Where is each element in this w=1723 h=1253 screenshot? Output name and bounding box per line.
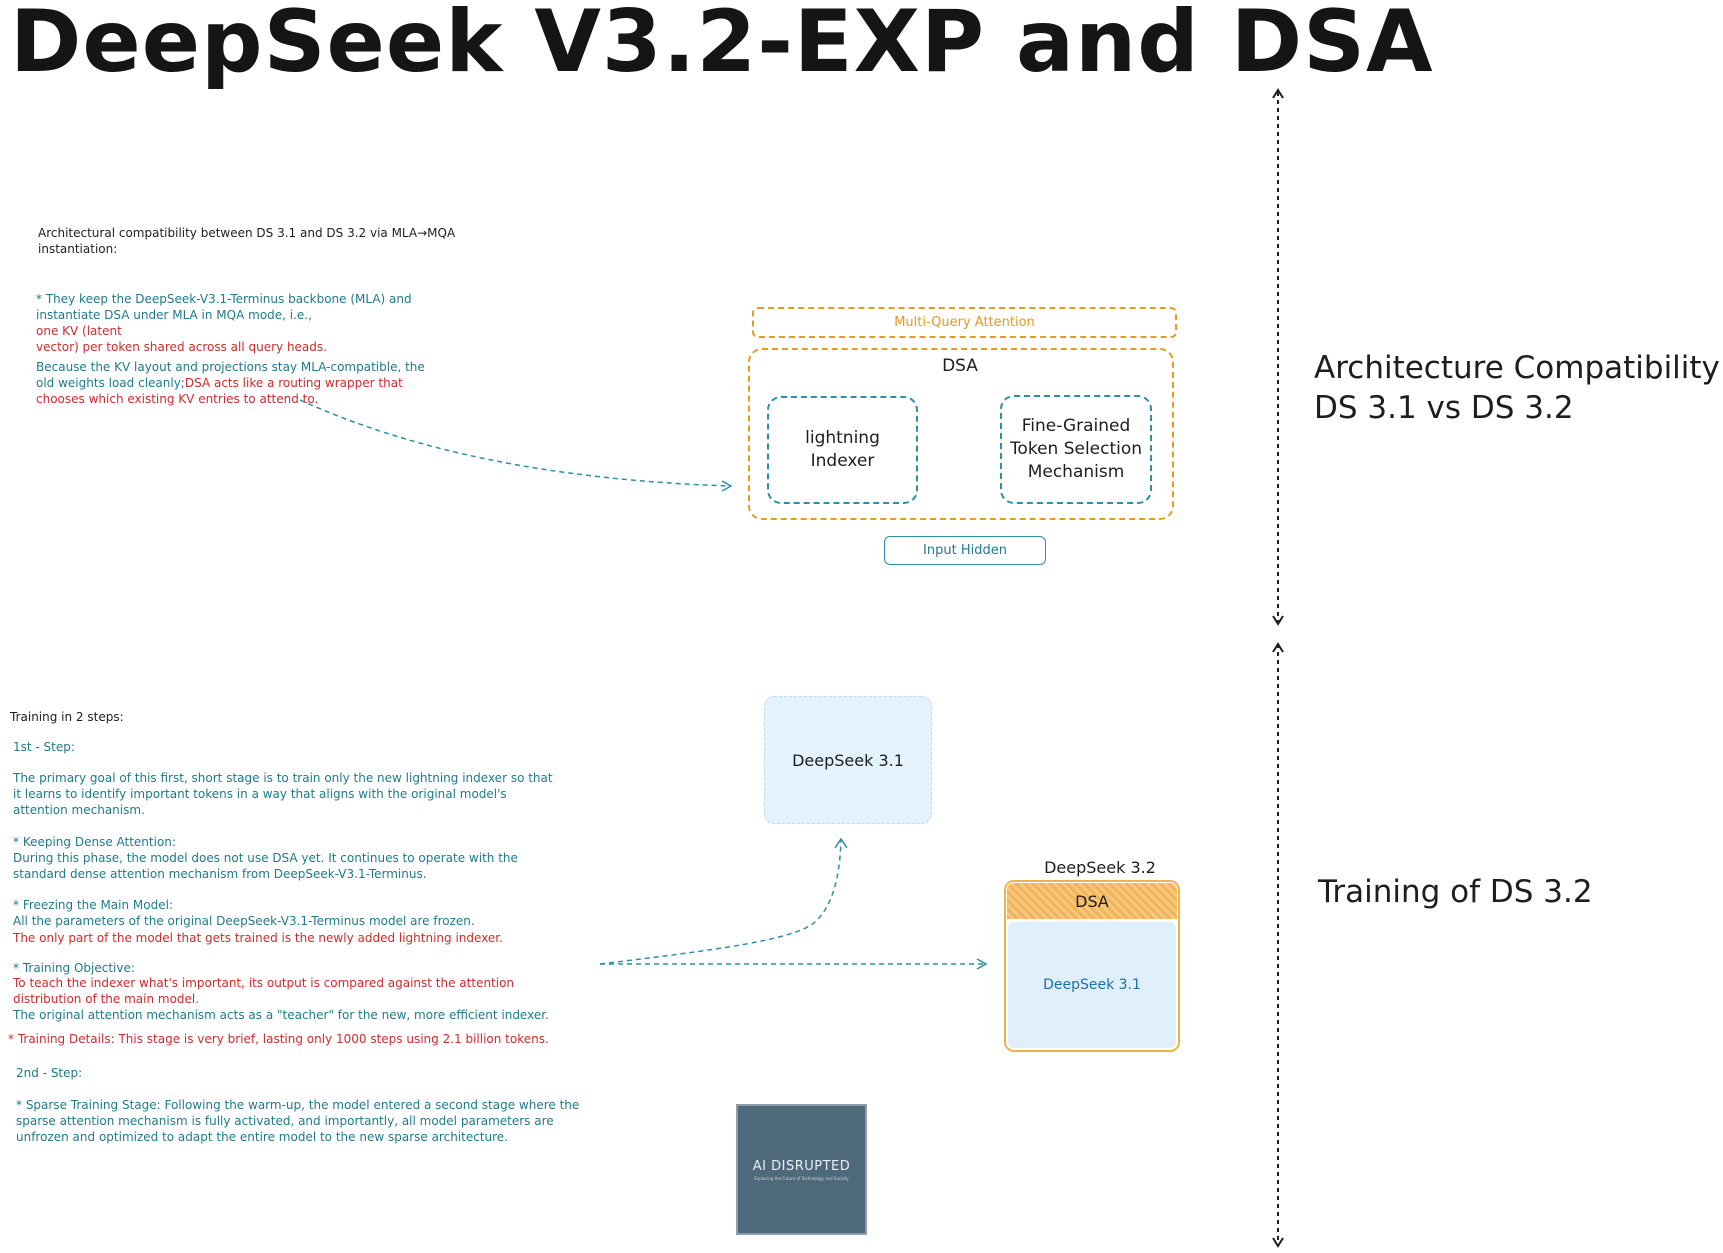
lightning-indexer-box: lightning Indexer <box>767 396 918 504</box>
architecture-compatibility-heading: Architecture Compatibility DS 3.1 vs DS … <box>1314 350 1720 426</box>
architecture-point-2-red: DSA acts like a routing wrapper that cho… <box>36 376 403 406</box>
step2-body: * Sparse Training Stage: Following the w… <box>16 1098 580 1144</box>
deepseek-3-2-label: DeepSeek 3.2 <box>1044 858 1156 877</box>
architecture-point-2-teal: Because the KV layout and projections st… <box>36 360 425 390</box>
deepseek-3-2-dsa-block: DSA <box>1007 883 1177 919</box>
multi-query-attention-box: Multi-Query Attention <box>752 307 1177 338</box>
training-intro: Training in 2 steps: <box>10 710 124 724</box>
page-title: DeepSeek V3.2-EXP and DSA <box>10 0 1434 92</box>
training-details: * Training Details: This stage is very b… <box>8 1032 549 1046</box>
deepseek-3-2-inner-3-1: DeepSeek 3.1 <box>1008 922 1176 1048</box>
training-heading: Training of DS 3.2 <box>1318 874 1593 910</box>
objective-title: * Training Objective: <box>13 961 135 975</box>
step2-title: 2nd - Step: <box>16 1066 83 1080</box>
architecture-point-1: * They keep the DeepSeek-V3.1-Terminus b… <box>36 275 476 355</box>
connector-arrow-architecture <box>299 399 733 492</box>
token-selection-box: Fine-Grained Token Selection Mechanism <box>1000 395 1152 504</box>
input-hidden-box: Input Hidden <box>884 536 1046 565</box>
section-divider-arrows <box>1272 88 1284 1248</box>
freezing-title: * Freezing the Main Model: <box>13 898 173 912</box>
dense-attention-body: During this phase, the model does not us… <box>13 851 518 881</box>
thumbnail-title: AI DISRUPTED <box>752 1158 851 1174</box>
thumbnail-subtitle: Exploring the Future of Technology and S… <box>754 1175 849 1181</box>
dsa-label: DSA <box>942 356 978 376</box>
dense-attention-title: * Keeping Dense Attention: <box>13 835 176 849</box>
ai-disrupted-thumbnail: AI DISRUPTED Exploring the Future of Tec… <box>736 1104 867 1235</box>
connector-arrows-training <box>599 837 988 970</box>
objective-red: To teach the indexer what's important, i… <box>13 976 515 1006</box>
architecture-point-2: Because the KV layout and projections st… <box>36 343 486 407</box>
architecture-point-1-teal: * They keep the DeepSeek-V3.1-Terminus b… <box>36 292 412 322</box>
objective-teal: The original attention mechanism acts as… <box>13 1008 549 1022</box>
step1-title: 1st - Step: <box>13 740 75 754</box>
freezing-body: All the parameters of the original DeepS… <box>13 914 475 928</box>
dsa-container <box>748 348 1174 520</box>
deepseek-3-1-box: DeepSeek 3.1 <box>764 696 932 824</box>
step1-goal: The primary goal of this first, short st… <box>13 771 553 817</box>
architecture-point-1-red: one KV (latent vector) per token shared … <box>36 324 327 354</box>
architecture-intro: Architectural compatibility between DS 3… <box>38 226 456 256</box>
freezing-red: The only part of the model that gets tra… <box>13 931 503 945</box>
